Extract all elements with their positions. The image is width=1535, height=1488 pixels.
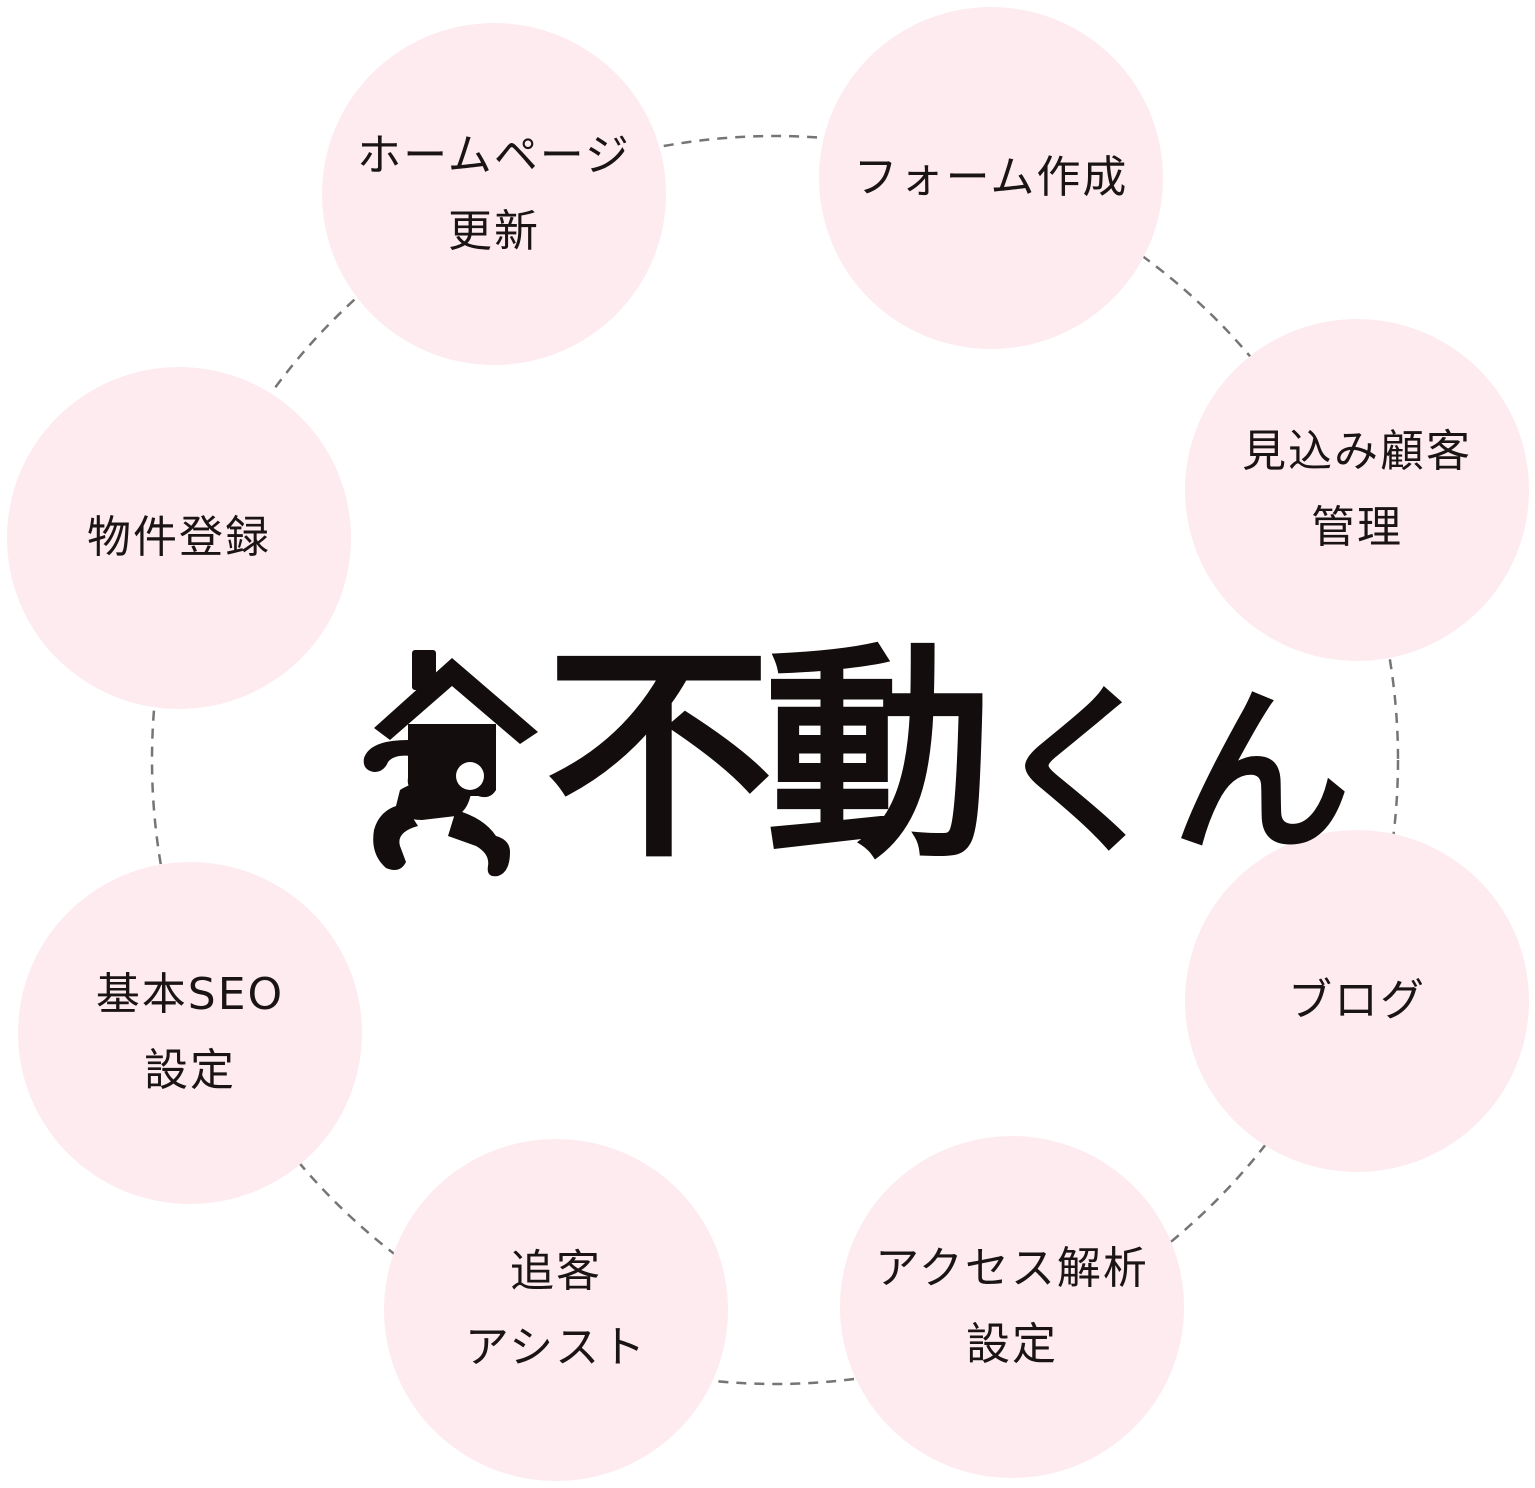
feature-label-line: アクセス解析 bbox=[875, 1243, 1149, 1294]
brand-suffix: くん bbox=[991, 669, 1352, 878]
feature-label-line: 物件登録 bbox=[87, 512, 271, 563]
feature-homepage-update: ホームページ 更新 bbox=[322, 23, 666, 365]
feature-access-analytics: アクセス解析 設定 bbox=[840, 1136, 1184, 1478]
feature-follow-up-assist: 追客 アシスト bbox=[384, 1139, 728, 1481]
feature-label-line: 追客 bbox=[510, 1246, 602, 1297]
running-house-icon bbox=[363, 650, 538, 877]
feature-label-line: 設定 bbox=[144, 1045, 236, 1096]
brand-wordmark: 不動 くん bbox=[545, 631, 1351, 899]
feature-basic-seo: 基本SEO 設定 bbox=[18, 862, 362, 1204]
feature-label-line: フォーム作成 bbox=[853, 152, 1129, 203]
feature-label-line: 更新 bbox=[448, 206, 540, 257]
feature-label-line: 設定 bbox=[966, 1319, 1058, 1370]
feature-label-line: ホームページ bbox=[357, 130, 631, 181]
feature-blog: ブログ bbox=[1185, 830, 1529, 1172]
feature-label-line: ブログ bbox=[1288, 975, 1426, 1026]
feature-label-line: アシスト bbox=[464, 1322, 648, 1373]
dashed-ring bbox=[150, 134, 1400, 1386]
brand-name: 不動 bbox=[545, 623, 993, 889]
feature-label-line: 基本SEO bbox=[95, 969, 285, 1020]
feature-lead-management: 見込み顧客 管理 bbox=[1185, 319, 1529, 661]
feature-label-line: 見込み顧客 bbox=[1242, 426, 1472, 477]
feature-label-line: 管理 bbox=[1311, 502, 1403, 553]
feature-form-creation: フォーム作成 bbox=[819, 7, 1163, 349]
brand-logo: 不動 くん bbox=[360, 631, 1351, 890]
feature-property-registration: 物件登録 bbox=[7, 367, 351, 709]
